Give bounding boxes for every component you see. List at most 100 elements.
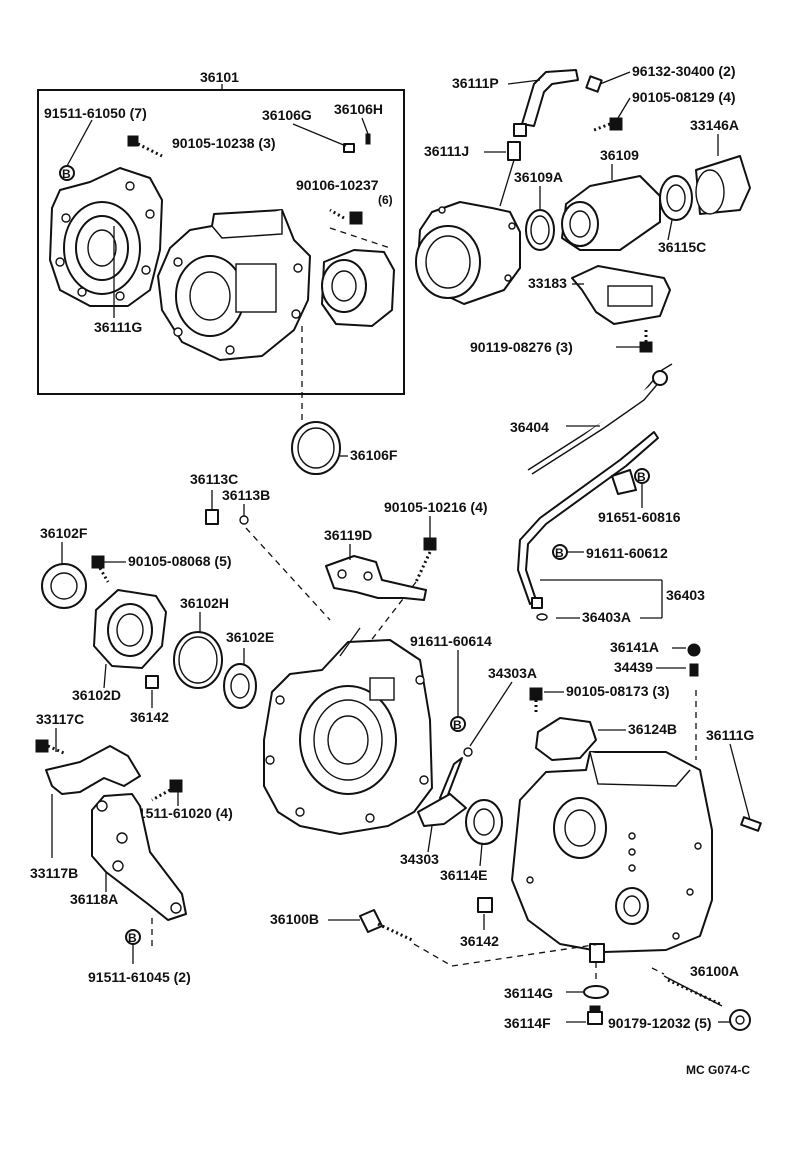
plug-36114F (587, 1005, 603, 1025)
label-36111J: 36111J (424, 143, 469, 159)
label-36100A: 36100A (690, 963, 739, 979)
label-36111G-right: 36111G (706, 727, 754, 743)
label-36102E: 36102E (226, 629, 274, 645)
label-90105-08173: 90105-08173 (3) (566, 683, 670, 699)
label-91511-61050: 91511-61050 (7) (44, 105, 147, 121)
label-90179-12032: 90179-12032 (5) (608, 1015, 712, 1031)
stud-36100A (663, 975, 723, 1007)
label-36141A: 36141A (610, 639, 659, 655)
label-36114E: 36114E (440, 867, 488, 883)
gasket-36114G (583, 985, 609, 999)
label-90105-08129: 90105-08129 (4) (632, 89, 736, 105)
label-91611-60612: 91611-60612 (586, 545, 668, 561)
label-36106F: 36106F (350, 447, 398, 463)
label-36106H: 36106H (334, 101, 383, 117)
label-36101: 36101 (200, 69, 239, 85)
svg-text:B: B (555, 546, 564, 560)
label-36114G: 36114G (504, 985, 553, 1001)
label-91511-61020: 91511-61020 (4) (130, 805, 233, 821)
bolt-91511-61020 (151, 779, 183, 802)
nut-36142 (477, 897, 493, 913)
label-36106G: 36106G (262, 107, 312, 123)
rear-transfer-case-housing (511, 751, 713, 963)
label-36115C: 36115C (658, 239, 706, 255)
dipstick-tube-36403 (517, 431, 659, 609)
plug-36106G (343, 143, 355, 153)
bolt-90105-08173 (529, 687, 543, 714)
label-36118A: 36118A (70, 891, 118, 907)
breather-hose-36111P (521, 69, 579, 127)
label-90105-10238: 90105-10238 (3) (172, 135, 276, 151)
bolt-90105-08129 (593, 117, 623, 132)
circle-b-marker (450, 716, 466, 732)
label-36102F: 36102F (40, 525, 88, 541)
extension-housing (49, 167, 163, 307)
o-ring-36403A (536, 613, 548, 621)
gasket-36113B (239, 515, 249, 525)
transfer-case-front (157, 209, 311, 361)
adapter-housing (415, 201, 521, 305)
label-90105-08068: 90105-08068 (5) (128, 553, 232, 569)
bearing-retainer (321, 249, 395, 327)
label-90106-10237: 90106-10237 (296, 177, 379, 193)
label-36142-bottom: 36142 (460, 933, 499, 949)
shift-lever-34303 (417, 757, 467, 827)
label-36100B: 36100B (270, 911, 319, 927)
clip-96132-30400 (585, 75, 603, 93)
label-33183: 33183 (528, 275, 567, 291)
transfer-case-housing (263, 627, 433, 835)
pin-36106H (365, 133, 371, 145)
plug-36113C (205, 509, 219, 525)
label-96132-30400: 96132-30400 (2) (632, 63, 736, 79)
label-36404: 36404 (510, 419, 549, 435)
union-36111J (507, 123, 527, 161)
cover-36124B (535, 717, 597, 761)
label-91511-61045: 91511-61045 (2) (88, 969, 191, 985)
label-36113C: 36113C (190, 471, 238, 487)
circle-b-marker: B (59, 165, 75, 181)
label-36119D: 36119D (324, 527, 372, 543)
dust-cover-33146A (695, 155, 751, 215)
label-91611-60614: 91611-60614 (410, 633, 492, 649)
plug-36111G (740, 816, 762, 832)
label-36109: 36109 (600, 147, 639, 163)
bolt-33117C (35, 739, 67, 756)
label-36111G-top: 36111G (94, 319, 142, 335)
label-36403A: 36403A (582, 609, 631, 625)
label-90106-10237-qty: (6) (378, 193, 393, 207)
plug-36141A (687, 643, 701, 657)
svg-text:B: B (62, 167, 71, 181)
label-33117B: 33117B (30, 865, 78, 881)
bolt-90105-08068 (91, 555, 110, 583)
label-33117C: 33117C (36, 711, 84, 727)
label-33146A: 33146A (690, 117, 739, 133)
svg-text:B: B (637, 470, 646, 484)
extension-36109 (561, 175, 661, 251)
bolt-90106-10237 (329, 208, 363, 225)
label-36113B: 36113B (222, 487, 270, 503)
label-90105-10216: 90105-10216 (4) (384, 499, 488, 515)
nut-90179-12032 (729, 1009, 751, 1031)
svg-text:B: B (453, 718, 462, 732)
circle-b-marker (634, 468, 650, 484)
bolt-36100B (359, 909, 413, 942)
seal-34303A (463, 747, 473, 757)
dipstick-36404 (527, 363, 673, 475)
bolt-90105-10238 (127, 135, 163, 158)
label-34439: 34439 (614, 659, 653, 675)
label-90119-08276: 90119-08276 (3) (470, 339, 573, 355)
nut-36142 (145, 675, 159, 689)
bolt-90119-08276 (639, 328, 653, 353)
label-36403: 36403 (666, 587, 705, 603)
label-36124B: 36124B (628, 721, 677, 737)
label-91651-60816: 91651-60816 (598, 509, 681, 525)
bracket-33117B (45, 745, 141, 795)
label-36111P: 36111P (452, 75, 499, 91)
label-34303: 34303 (400, 851, 439, 867)
pin-34439 (689, 663, 699, 677)
label-36142-left: 36142 (130, 709, 169, 725)
label-36114F: 36114F (504, 1015, 551, 1031)
label-34303A: 34303A (488, 665, 537, 681)
svg-text:B: B (128, 931, 137, 945)
